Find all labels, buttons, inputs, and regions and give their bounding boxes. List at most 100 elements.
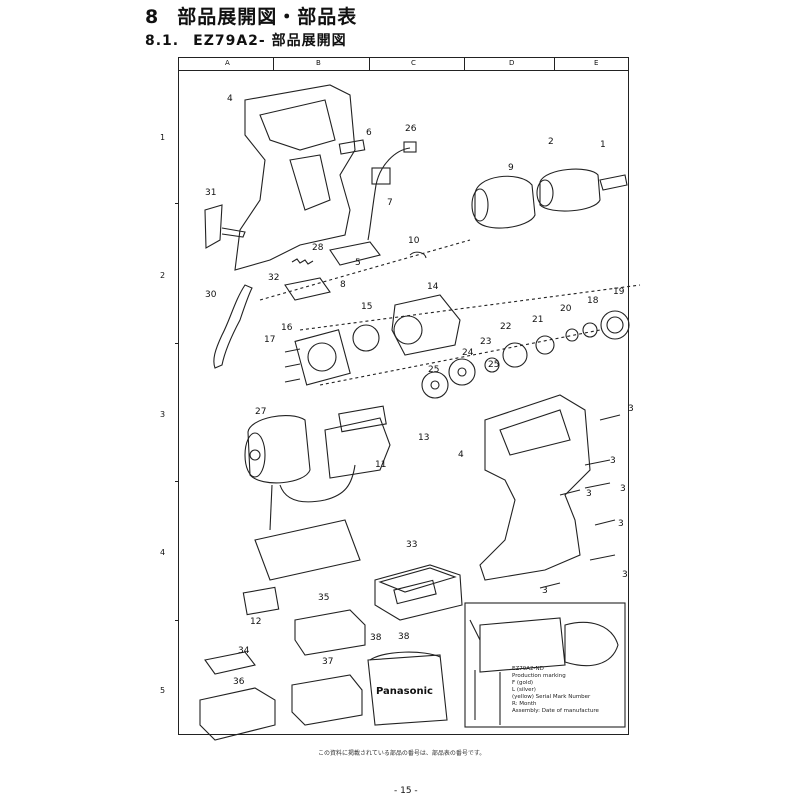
inset-note-model: EZ79A2-ND bbox=[512, 666, 544, 672]
inset-notes: EZ79A2-ND Production marking F (gold) L … bbox=[512, 666, 622, 715]
part-28-spring bbox=[291, 258, 314, 265]
part-35-battery bbox=[199, 687, 276, 741]
callout-3-g: 3 bbox=[542, 586, 548, 596]
column-header: A B C D E bbox=[179, 58, 628, 71]
inset-box bbox=[464, 602, 626, 728]
callout-3-e: 3 bbox=[618, 519, 624, 529]
callout-25-b: 25 bbox=[488, 360, 500, 370]
column-label-a: A bbox=[225, 59, 230, 67]
part-23-gear bbox=[484, 357, 500, 373]
callout-29: 30 bbox=[205, 290, 217, 300]
column-label-b: B bbox=[316, 59, 321, 67]
part-32-charger bbox=[374, 564, 463, 621]
part-22-gear bbox=[502, 342, 528, 368]
callout-35: 36 bbox=[233, 677, 245, 687]
inset-note-silver: L (silver) bbox=[512, 687, 536, 693]
callout-19: 19 bbox=[613, 287, 625, 297]
part-5-plate bbox=[329, 241, 381, 266]
callout-3-c: 3 bbox=[620, 484, 626, 494]
callout-2: 2 bbox=[548, 137, 554, 147]
callout-15: 15 bbox=[361, 302, 373, 312]
footer-note: この資料に掲載されている部品の番号は、部品表の番号です。 bbox=[318, 750, 486, 757]
inset-note-marking: Production marking bbox=[512, 673, 566, 679]
exploded-diagram-frame: A B C D E 1 2 3 4 5 bbox=[160, 57, 629, 735]
part-18-gear bbox=[582, 322, 598, 338]
part-7-chip bbox=[371, 167, 391, 185]
part-1-bit bbox=[599, 174, 628, 191]
callout-31: 32 bbox=[268, 273, 280, 283]
inset-note-gold: F (gold) bbox=[512, 680, 534, 686]
callout-14: 14 bbox=[427, 282, 439, 292]
callout-30: 31 bbox=[205, 188, 217, 198]
callout-18: 18 bbox=[587, 296, 599, 306]
part-12-base bbox=[254, 519, 361, 581]
callout-25: 25 bbox=[428, 365, 440, 375]
part-36-battery bbox=[291, 674, 363, 726]
callout-37: 38 bbox=[398, 632, 410, 642]
callout-11: 11 bbox=[375, 460, 387, 470]
part-30-bracket bbox=[204, 204, 223, 249]
row-divider bbox=[175, 620, 179, 621]
row-label-4: 4 bbox=[160, 548, 166, 557]
callout-28: 28 bbox=[312, 243, 324, 253]
panasonic-logo: Panasonic bbox=[376, 686, 433, 697]
callout-22: 22 bbox=[500, 322, 512, 332]
callout-4: 4 bbox=[227, 94, 233, 104]
column-label-e: E bbox=[594, 59, 599, 67]
callout-20: 20 bbox=[560, 304, 572, 314]
part-15-ring bbox=[352, 324, 380, 352]
row-header: 1 2 3 4 5 bbox=[157, 58, 179, 734]
part-14-gearbox bbox=[391, 294, 461, 356]
callout-33: 34 bbox=[238, 646, 250, 656]
part-8-plate bbox=[284, 277, 331, 301]
part-2-chuck bbox=[539, 168, 601, 212]
housing-right bbox=[479, 394, 591, 581]
callout-17: 17 bbox=[264, 335, 276, 345]
callout-10: 10 bbox=[408, 236, 420, 246]
part-26-wire bbox=[367, 147, 411, 241]
callout-12: 12 bbox=[250, 617, 262, 627]
callout-38: 38 bbox=[370, 633, 382, 643]
part-19-gear bbox=[600, 310, 630, 340]
callout-34: 35 bbox=[318, 593, 330, 603]
callout-9: 9 bbox=[508, 163, 514, 173]
row-divider bbox=[175, 481, 179, 482]
column-divider bbox=[369, 58, 370, 70]
part-11-switch bbox=[324, 417, 391, 479]
callout-36: 37 bbox=[322, 657, 334, 667]
column-label-c: C bbox=[411, 59, 416, 67]
part-25-washer bbox=[421, 371, 449, 399]
callout-4-b: 4 bbox=[458, 450, 464, 460]
callout-1: 1 bbox=[600, 140, 606, 150]
part-20-gear bbox=[565, 328, 579, 342]
part-21-gear bbox=[535, 335, 555, 355]
callout-16: 16 bbox=[281, 323, 293, 333]
callout-5: 5 bbox=[355, 258, 361, 268]
column-divider bbox=[464, 58, 465, 70]
column-divider bbox=[273, 58, 274, 70]
part-24-washer bbox=[448, 358, 476, 386]
callout-3-f: 3 bbox=[622, 570, 628, 580]
row-divider bbox=[175, 343, 179, 344]
row-label-2: 2 bbox=[160, 271, 166, 280]
row-label-1: 1 bbox=[160, 133, 166, 142]
subsection-number: 8.1. bbox=[145, 33, 180, 49]
callout-21: 21 bbox=[532, 315, 544, 325]
inset-note-serial: (yellow) Serial Mark Number bbox=[512, 694, 591, 700]
row-label-5: 5 bbox=[160, 686, 166, 695]
part-16-bracket bbox=[294, 329, 351, 386]
part-34-battery bbox=[294, 609, 366, 656]
callout-26: 26 bbox=[405, 124, 417, 134]
section-number: 8 bbox=[145, 6, 160, 28]
callout-32: 33 bbox=[406, 540, 418, 550]
callout-27: 27 bbox=[255, 407, 267, 417]
callout-3: 3 bbox=[628, 404, 634, 414]
part-37-case bbox=[367, 654, 448, 726]
part-33-cover bbox=[204, 651, 256, 675]
callout-24: 24 bbox=[462, 348, 474, 358]
part-9-clutch bbox=[474, 175, 536, 229]
callout-8: 8 bbox=[340, 280, 346, 290]
row-label-3: 3 bbox=[160, 410, 166, 419]
